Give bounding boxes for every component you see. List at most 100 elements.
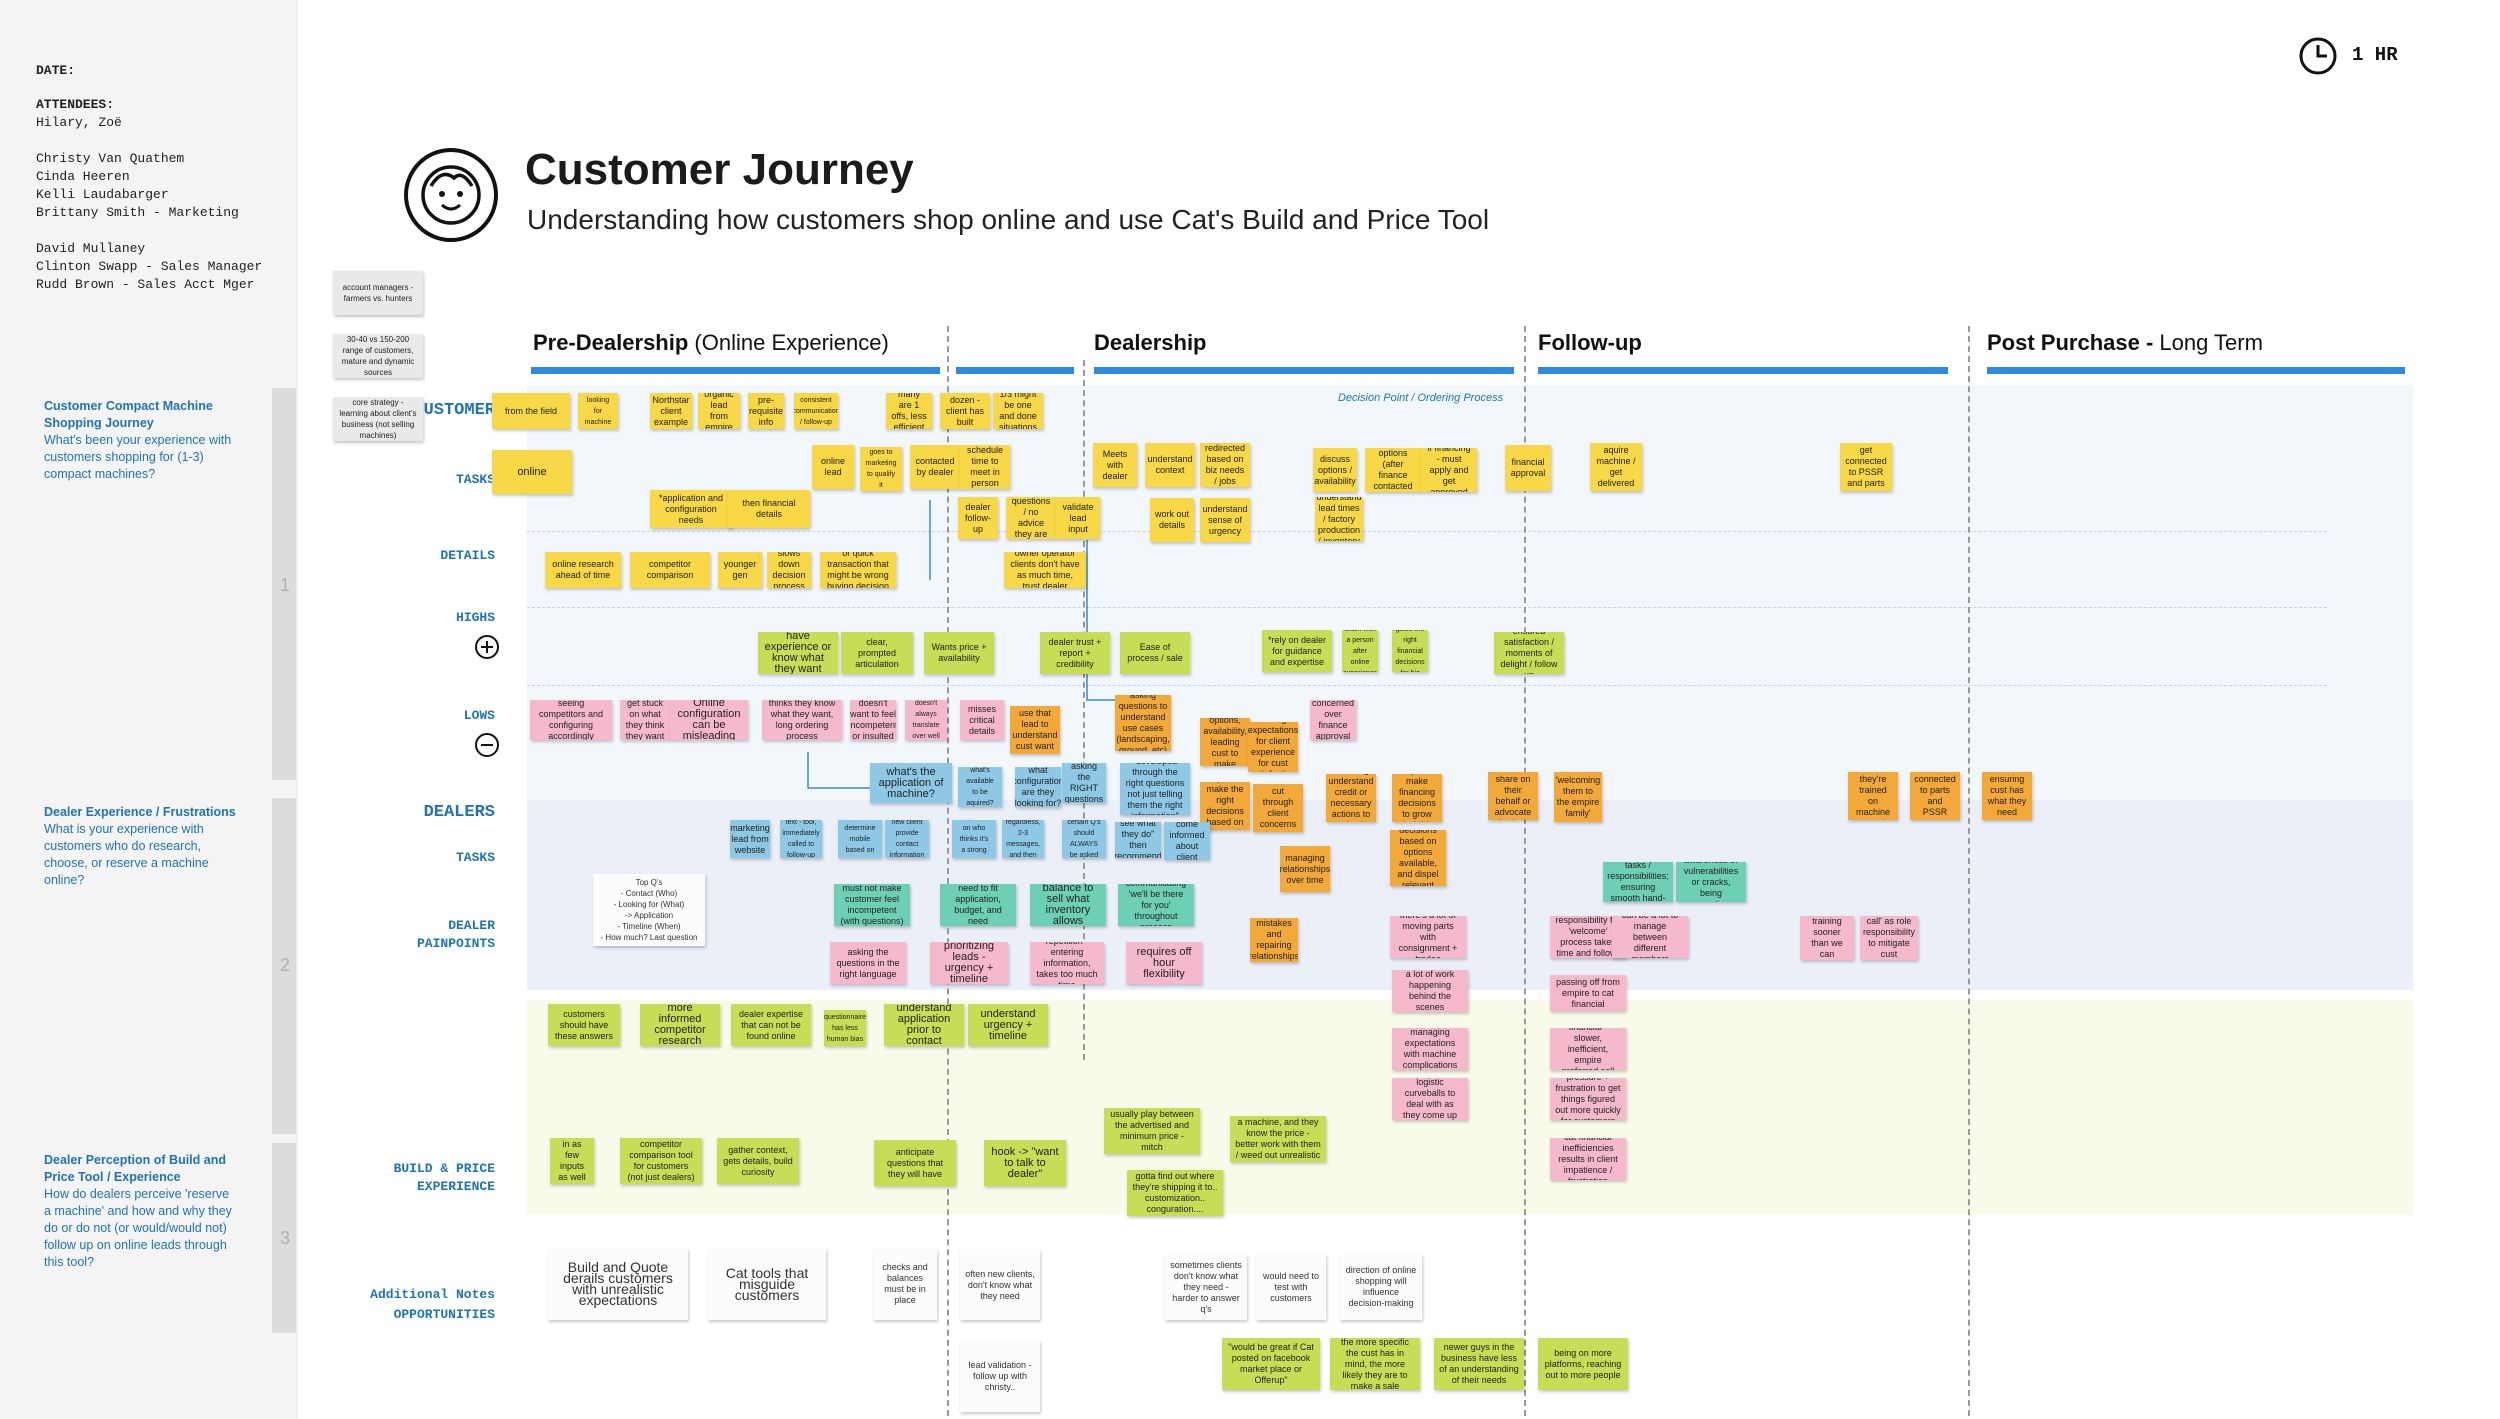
sticky-note[interactable]: pressure + frustration to get things fig… (1550, 1078, 1626, 1120)
sticky-note[interactable]: being 'on-call' as role responsibility t… (1860, 916, 1918, 960)
sticky-note[interactable]: financing understand credit or necessary… (1326, 774, 1376, 822)
sticky-note[interactable]: hook -> "want to talk to dealer" (984, 1140, 1066, 1186)
sticky-note[interactable]: sometimes clients don't know what they n… (1165, 1254, 1247, 1320)
sticky-note[interactable]: aquire machine / get delivered (1590, 443, 1642, 491)
sticky-note[interactable]: financial approval (1505, 445, 1551, 491)
sticky-note[interactable]: seeing competitors and configuring accor… (530, 700, 612, 740)
sticky-note[interactable]: setting expectations for client experien… (1248, 722, 1298, 772)
sticky-note[interactable]: certain Q's should ALWAYS be asked (1062, 820, 1106, 858)
sticky-note[interactable]: a lot of work happening behind the scene… (1392, 970, 1468, 1012)
sticky-note[interactable]: doesn't always translate over well (905, 700, 947, 740)
sticky-note[interactable]: competitor comparison (630, 552, 710, 588)
top-questions-note[interactable]: Top Q's - Contact (Who) - Looking for (W… (593, 874, 705, 946)
sticky-note[interactable]: seeing up to mistakes and repairing rela… (1250, 918, 1298, 962)
sticky-note[interactable]: help cust make financing decisions to gr… (1392, 774, 1442, 822)
sticky-note[interactable]: balance to sell what inventory allows (1030, 884, 1106, 926)
sticky-note[interactable]: goes to marketing to qualify it (860, 447, 902, 491)
sticky-note[interactable]: ensure they're trained on machine proper… (1848, 772, 1898, 820)
sticky-note[interactable]: contacted by dealer (910, 445, 960, 489)
sticky-note[interactable]: awareness of vulnerabilities or cracks, … (1676, 862, 1746, 902)
sticky-note[interactable]: cut through client concerns (1253, 784, 1303, 832)
sticky-note[interactable]: "developed through the right questions n… (1120, 763, 1190, 815)
sticky-note[interactable]: discuss options / availability (1313, 448, 1357, 492)
sticky-note[interactable]: would need to test with customers (1256, 1254, 1326, 1320)
sticky-note[interactable]: empire financial team with cat financial… (1550, 1028, 1626, 1070)
sticky-note[interactable]: understand finance options (after financ… (1365, 448, 1421, 492)
sticky-note[interactable]: Build and Quote derails customers with u… (548, 1248, 688, 1320)
sticky-note[interactable]: financial options, availability, leading… (1200, 718, 1250, 766)
sticky-note[interactable]: Northstar client example (650, 393, 692, 429)
sticky-note[interactable]: customers should have these answers (548, 1004, 620, 1046)
sticky-note[interactable]: questionnaire has less human bias (824, 1010, 866, 1046)
sticky-note[interactable]: *application and configuration needs (650, 490, 732, 528)
sticky-note[interactable]: communicating 'we'll be there for you' t… (1118, 884, 1194, 926)
sticky-note[interactable]: work out details (1150, 498, 1194, 542)
sticky-note[interactable]: get in touch with a person after online … (1342, 630, 1378, 672)
sticky-note[interactable]: understand lead times / factory producti… (1315, 497, 1363, 541)
sticky-note[interactable]: "easier to see what they do" then recomm… (1115, 822, 1161, 858)
sticky-note[interactable]: must not make customer feel incompetent … (834, 884, 910, 926)
sticky-note[interactable]: lead validation - follow up with christy… (960, 1340, 1040, 1412)
sticky-note[interactable]: understand application prior to contact (884, 1004, 964, 1046)
sticky-note[interactable]: being on more platforms, reaching out to… (1538, 1338, 1628, 1390)
sticky-note[interactable]: younger gen (718, 552, 762, 588)
sticky-note[interactable]: logistic curveballs to deal with as they… (1392, 1078, 1468, 1120)
side-note[interactable]: core strategy - learning about client's … (333, 397, 423, 441)
sticky-note[interactable]: then financial details (728, 490, 810, 528)
sticky-note[interactable]: validate lead input (1056, 497, 1100, 539)
sticky-note[interactable]: Ease of process / sale (1120, 632, 1190, 674)
sticky-note[interactable]: slows down decision process (767, 552, 811, 588)
sticky-note[interactable]: online research ahead of time (545, 552, 621, 588)
sticky-note[interactable]: asking the questions in the right langua… (830, 942, 906, 984)
sticky-note[interactable]: gather context, gets details, build curi… (717, 1138, 799, 1184)
sticky-note[interactable]: online lead (812, 445, 854, 489)
sticky-note[interactable]: redirected based on biz needs / jobs (1200, 443, 1250, 487)
sticky-note[interactable]: get connected to PSSR and parts (1840, 443, 1892, 491)
sticky-note[interactable]: may be concerned over finance approval p… (1310, 700, 1356, 740)
sticky-note[interactable]: or quick transaction that might be wrong… (820, 552, 896, 588)
sticky-note[interactable]: repetition - entering information, takes… (1030, 942, 1104, 984)
sticky-note[interactable]: 'welcoming them to the empire family' (1554, 772, 1602, 822)
sticky-note[interactable]: follow up regardless, 2-3 messages, and … (1002, 820, 1044, 858)
sticky-note[interactable]: what configuration are they looking for? (1015, 767, 1061, 807)
sticky-note[interactable]: usually play between the advertised and … (1104, 1108, 1200, 1154)
sticky-note[interactable]: 1/3 might be one and done situations (993, 393, 1043, 429)
sticky-note[interactable]: help them make the right decisions based… (1200, 782, 1250, 830)
sticky-note[interactable]: "would be great if Cat posted on faceboo… (1222, 1338, 1320, 1390)
sticky-note[interactable]: ensuring cust has what they need (1982, 772, 2032, 820)
sticky-note[interactable]: Cat tools that misguide customers (708, 1248, 826, 1320)
sticky-note[interactable]: requires off hour flexibility (1126, 942, 1202, 984)
sticky-note[interactable]: clear, prompted articulation (841, 632, 913, 674)
sticky-note[interactable]: use that lead to understand cust want (1010, 706, 1060, 754)
sticky-note[interactable]: understand context (1145, 443, 1195, 487)
sticky-note[interactable]: Wants price + availability (924, 632, 994, 674)
sticky-note[interactable]: many are 1 offs, less efficient (886, 393, 932, 429)
sticky-note[interactable]: managing relationships over time (1280, 846, 1330, 892)
sticky-note[interactable]: from the field (492, 393, 570, 429)
sticky-note[interactable]: when they come with a machine, and they … (1230, 1116, 1326, 1162)
sticky-note[interactable]: sometimes they need training sooner than… (1800, 916, 1854, 960)
sticky-note[interactable]: dealer follow-up (958, 497, 998, 539)
sticky-note[interactable]: asking the right questions / no advice t… (1006, 497, 1056, 539)
sticky-note[interactable]: passing off from empire to cat financial (1550, 975, 1626, 1011)
side-note[interactable]: account managers - farmers vs. hunters (333, 271, 423, 315)
sticky-note[interactable]: if financing - must apply and get approv… (1421, 448, 1477, 492)
sticky-note[interactable]: Meets with dealer (1093, 443, 1137, 487)
sticky-note[interactable]: owner operator clients don't have as muc… (1004, 552, 1086, 588)
sticky-note[interactable]: anticipate questions that they will have (874, 1140, 956, 1186)
sticky-note[interactable]: dealer expertise that can not be found o… (731, 1004, 811, 1046)
side-note[interactable]: 30-40 vs 150-200 range of customers, mat… (333, 334, 423, 378)
sticky-note[interactable]: gotta find out where they're shipping it… (1127, 1170, 1223, 1216)
sticky-note[interactable]: there's a lot of moving parts with consi… (1390, 916, 1466, 958)
sticky-note[interactable]: organic lead from empire (698, 393, 740, 429)
sticky-note[interactable]: schedule time to meet in person (960, 445, 1010, 489)
sticky-note[interactable]: text - tool, immediately called to follo… (780, 820, 822, 858)
sticky-note[interactable]: direction of online shopping will influe… (1340, 1254, 1422, 1320)
sticky-note[interactable]: asking questions to understand use cases… (1115, 695, 1171, 751)
sticky-note[interactable]: asking the RIGHT questions (1062, 763, 1106, 803)
sticky-note[interactable]: understand urgency + timeline (968, 1004, 1048, 1046)
sticky-note[interactable]: in as few inputs as well (550, 1138, 594, 1184)
sticky-note[interactable]: online (492, 450, 572, 494)
sticky-note[interactable]: newer guys in the business have less of … (1434, 1338, 1524, 1390)
sticky-note[interactable]: ensured satisfaction / moments of deligh… (1494, 632, 1564, 674)
